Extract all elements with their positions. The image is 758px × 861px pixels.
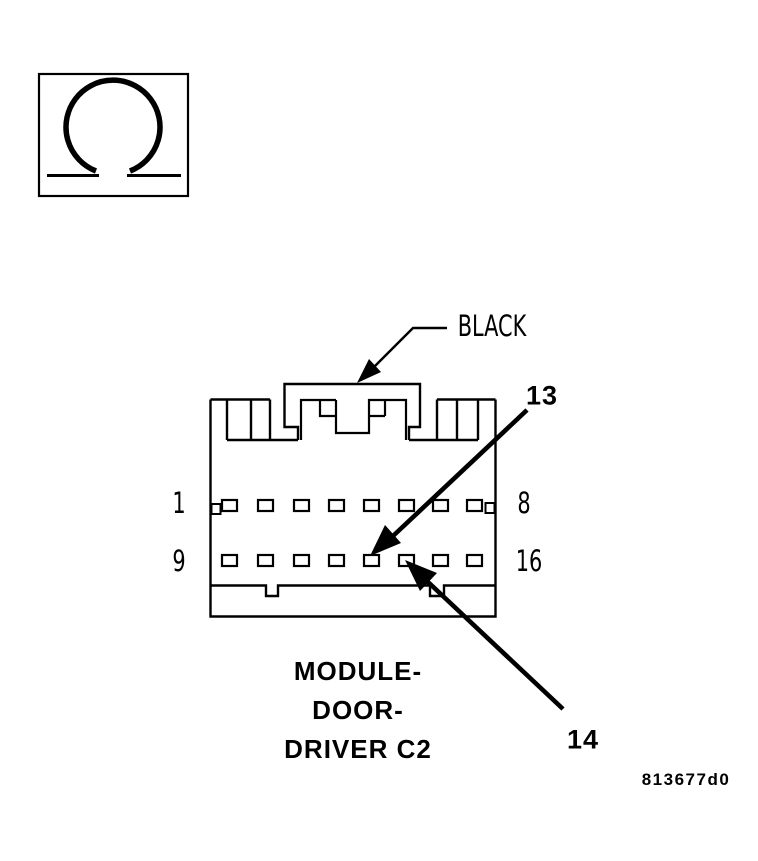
connector-drawing [209, 382, 497, 618]
callout-13-arrow [370, 408, 529, 556]
pin-label-9: 9 [172, 544, 186, 578]
pin-index-tab-left [210, 503, 222, 515]
connector-keyway-hooks [299, 398, 408, 440]
black-wire-arrow [357, 326, 447, 383]
pin-3 [292, 498, 311, 513]
pin-12 [327, 553, 346, 568]
pin-label-16: 16 [515, 544, 543, 578]
connector-name-line-1: MODULE- [293, 656, 423, 686]
ohm-symbol-box [37, 72, 190, 198]
connector-name-label: MODULE- DOOR- DRIVER C2 [284, 652, 432, 769]
pin-6 [397, 498, 416, 513]
pin-13 [362, 553, 381, 568]
pin-8 [465, 498, 484, 513]
ohm-symbol-border [37, 72, 190, 198]
pin-11 [292, 553, 311, 568]
pin-label-8: 8 [517, 486, 531, 520]
callout-14-arrow [405, 560, 565, 711]
pin-15 [431, 553, 450, 568]
pin-1 [220, 498, 239, 513]
pin-2 [256, 498, 275, 513]
pin-14 [397, 553, 416, 568]
pin-10 [256, 553, 275, 568]
figure-code: 813677d0 [641, 770, 731, 789]
connector-name-line-3: DRIVER C2 [284, 734, 432, 764]
pin-16 [465, 553, 484, 568]
pin-index-tab-right [484, 502, 496, 514]
connector-teeth-left [225, 399, 298, 442]
connector-teeth-right [409, 399, 480, 442]
pin-9 [220, 553, 239, 568]
pin-label-1: 1 [172, 486, 186, 520]
connector-name-line-2: DOOR- [312, 695, 404, 725]
pin-7 [431, 498, 450, 513]
pin-4 [327, 498, 346, 513]
connector-bottom-rail [210, 584, 496, 598]
pin-5 [362, 498, 381, 513]
callout-13-label: 13 [525, 380, 559, 411]
connector-keyway-tab [283, 382, 422, 440]
pin-row-2 [220, 553, 484, 568]
wire-color-label: BLACK [457, 309, 527, 343]
pin-row-1 [220, 498, 484, 513]
omega-resistance-icon [47, 77, 181, 177]
callout-14-label: 14 [566, 724, 600, 755]
